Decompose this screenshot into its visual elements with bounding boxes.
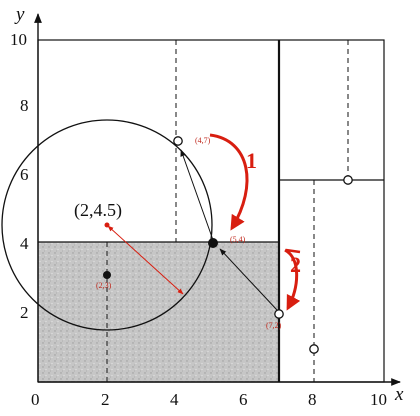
step-2-label: 2	[290, 252, 301, 277]
x-tick-10: 10	[370, 390, 387, 409]
point-2-3	[103, 271, 111, 279]
x-tick-6: 6	[239, 390, 248, 409]
point-5-4	[208, 238, 218, 248]
label-5-4: (5,4)	[230, 235, 246, 244]
point-7-2	[274, 309, 284, 319]
shaded-region	[38, 242, 279, 382]
x-axis-title: x	[394, 384, 404, 405]
y-tick-4: 4	[20, 234, 29, 253]
y-tick-8: 8	[20, 96, 29, 115]
label-7-2: (7,2)	[266, 321, 282, 330]
search-circle	[1, 119, 213, 331]
query-point-label: (2,4.5)	[74, 200, 122, 221]
arrow-5-4-to-4-7	[180, 149, 214, 241]
label-4-7: (4,7)	[195, 136, 211, 145]
query-point-marker	[104, 222, 110, 228]
step-1-label: 1	[246, 148, 257, 173]
step-1-curve	[209, 133, 249, 231]
step-2-curve	[284, 248, 301, 311]
arrow-7-2-to-5-4	[219, 248, 278, 311]
x-tick-2: 2	[101, 390, 110, 409]
step-2-hook	[285, 248, 301, 254]
x-tick-4: 4	[170, 390, 179, 409]
y-tick-6: 6	[20, 165, 29, 184]
x-tick-8: 8	[308, 390, 317, 409]
point-8-1	[309, 344, 319, 354]
point-4-7	[173, 136, 183, 146]
point-9-6	[343, 175, 353, 185]
radius-arrow	[107, 225, 184, 295]
y-tick-10: 10	[10, 30, 27, 49]
x-tick-0: 0	[31, 390, 40, 409]
y-tick-2: 2	[20, 303, 29, 322]
label-2-3: (2,3)	[96, 281, 112, 290]
y-axis-title: y	[14, 4, 25, 25]
